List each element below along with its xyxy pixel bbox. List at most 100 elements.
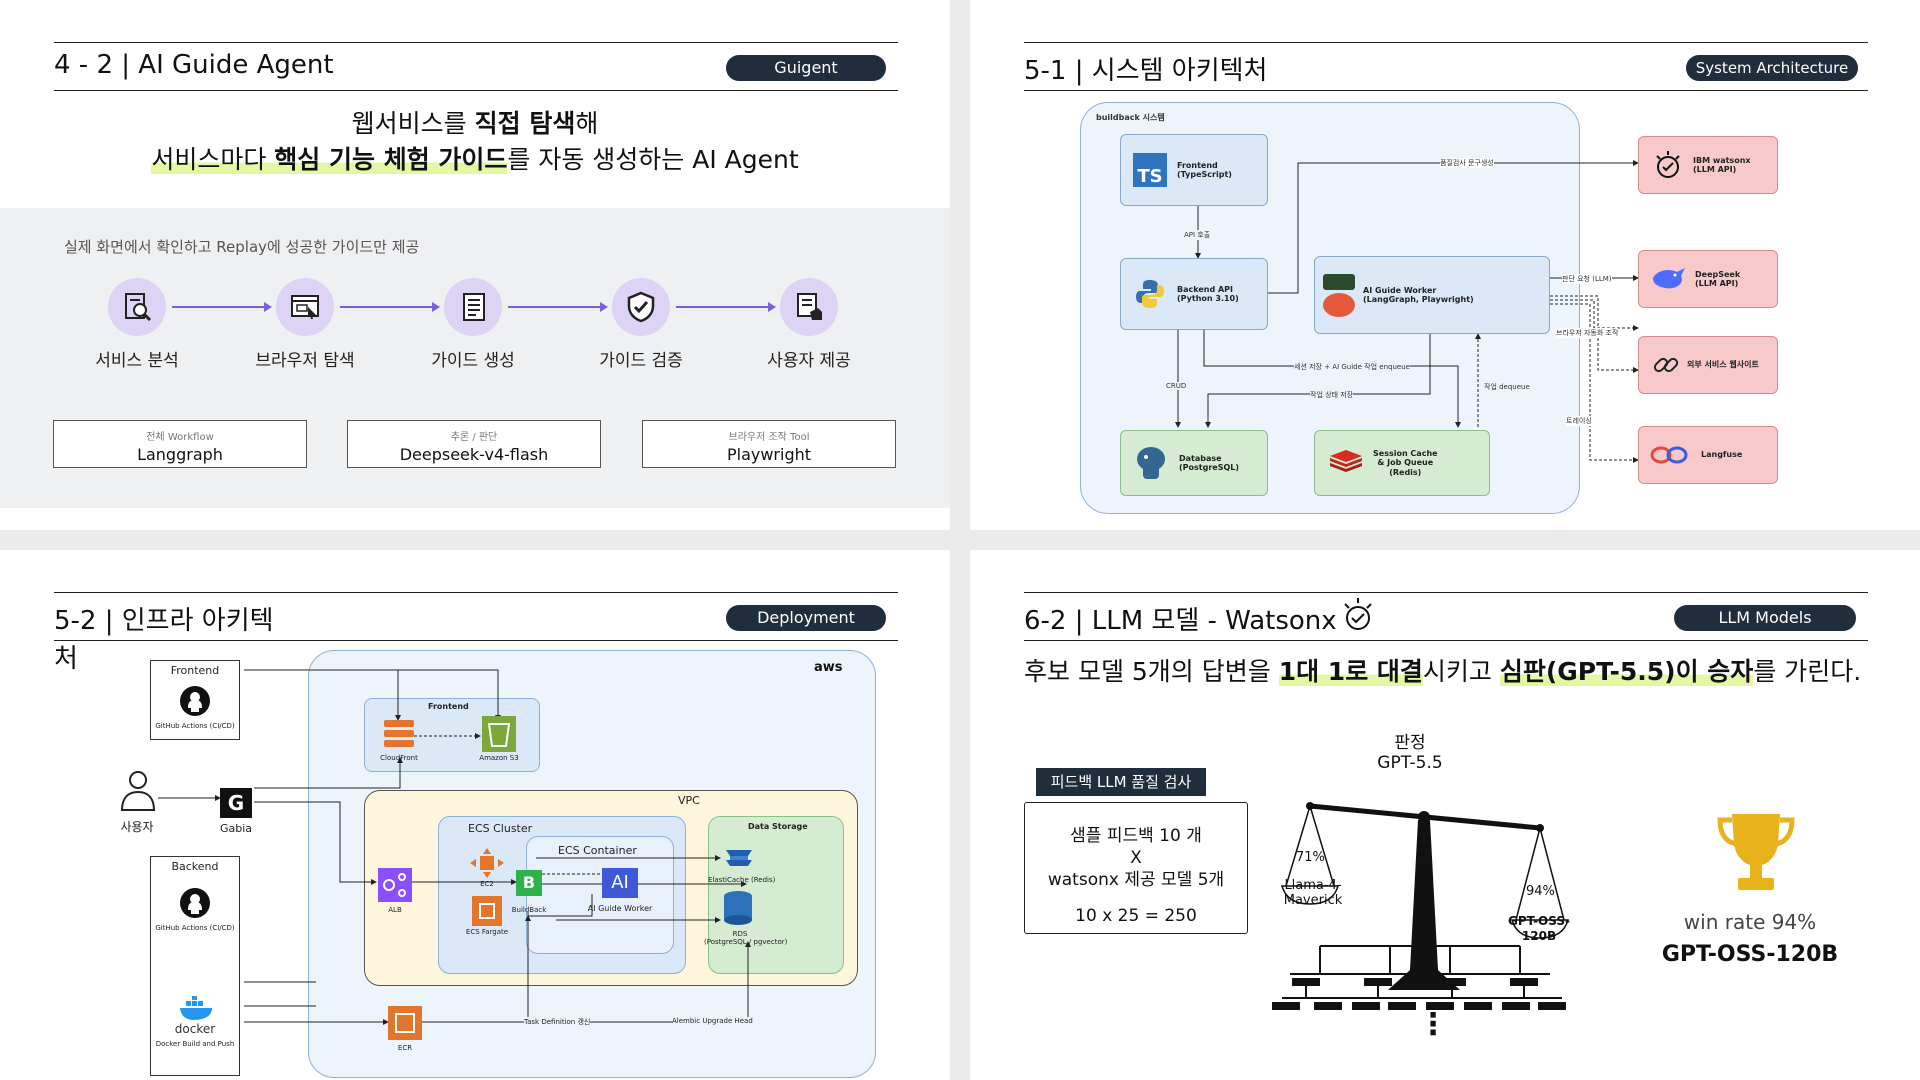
langfuse-node: Langfuse [1638,426,1778,484]
cloudfront-label: CloudFront [380,754,418,762]
card-line: X [1130,848,1142,868]
node-label: Database (PostgreSQL) [1179,453,1240,472]
alb-icon [378,868,412,902]
buildback-label: BuildBack [511,906,547,914]
session-cache-node: Session Cache & Job Queue (Redis) [1314,430,1490,496]
buildback-icon: B [516,870,542,896]
data-storage-label: Data Storage [748,822,808,831]
edge-label: 작업 dequeue [1484,382,1530,392]
step-label: 가이드 생성 [431,351,515,371]
node-label: Langfuse [1701,450,1743,460]
slide-title: 6-2 | LLM 모델 - Watsonx [1024,606,1337,636]
judge-label: 판정 [1394,733,1426,753]
title-rule-top [1024,42,1868,43]
title-rule-top [54,592,898,593]
aws-logo: aws [814,660,843,675]
step-service-analysis: 서비스 분석 [72,278,202,371]
gabia-label: Gabia [219,822,253,835]
node-label: AI Guide Worker (LangGraph, Playwright) [1363,285,1474,304]
backend-ci-label: Backend [171,860,219,873]
win-rate: win rate 94% [1683,910,1817,934]
section-tag: Deployment [726,605,886,631]
elasticache-label: ElastiCache (Redis) [708,876,776,884]
judge-model: GPT-5.5 [1377,753,1443,773]
slide-llm-models: 6-2 | LLM 모델 - Watsonx LLM Models 후보 모델 … [970,550,1920,1080]
fargate-label: ECS Fargate [465,928,509,936]
step-label: 브라우저 탐색 [255,351,355,371]
node-label: Backend API (Python 3.10) [1177,284,1239,303]
ai-worker-label: AI Guide Worker [587,904,653,913]
docker-label: docker [174,1022,216,1036]
title-rule-bottom [54,90,898,91]
system-architecture-diagram: buildback 시스템 TS Frontend (TypeScript) [1080,100,1880,520]
vpc-label: VPC [678,794,700,807]
lead-statement: 후보 모델 5개의 답변을 1대 1로 대결시키고 심판(GPT-5.5)이 승… [1024,657,1862,686]
backend-node: Backend API (Python 3.10) [1120,258,1268,330]
edge-label: Task Definition 갱신 [524,1017,591,1027]
step-label: 가이드 검증 [599,351,683,371]
step-browser-explore: 브라우저 탐색 [240,278,370,371]
title-rule-top [54,42,898,43]
tool-reasoning: 추론 / 판단 Deepseek-v4-flash [347,420,601,468]
left-win-rate: 71% [1296,850,1325,865]
gabia-icon: G [220,788,252,818]
section-tag: System Architecture [1686,55,1858,81]
ai-guide-worker-node: AI Guide Worker (LangGraph, Playwright) [1314,256,1550,334]
judge-title: 판정 GPT-5.5 [1370,728,1450,773]
step-label: 사용자 제공 [767,351,851,371]
document-search-icon [108,278,166,336]
tool-browser: 브라우저 조작 Tool Playwright [642,420,896,468]
slide-title-wrap: 처 [54,644,78,674]
s3-bucket-icon [482,716,516,752]
elasticache-icon [726,850,752,866]
bracket-ellipsis: ⋮ [1418,1007,1448,1042]
node-label: 외부 서비스 웹사이트 [1687,360,1759,370]
s3-label: Amazon S3 [479,754,519,762]
step-guide-verify: 가이드 검증 [576,278,706,371]
github-icon [180,888,210,918]
edge-label: 세션 저장 + AI Guide 작업 enqueue [1294,362,1410,372]
watsonx-bulb-icon [1344,598,1372,630]
flow-arrow [508,302,608,312]
user-icon [120,771,156,811]
slide-ai-guide-agent: 4 - 2 | AI Guide Agent Guigent 웹서비스를 직접 … [0,0,950,530]
docker-icon [180,996,212,1020]
link-icon [1653,357,1679,373]
trophy-icon [1717,814,1795,890]
external-website-node: 외부 서비스 웹사이트 [1638,336,1778,394]
tool-caption: 브라우저 조작 Tool [728,432,810,443]
playwright-icon [1323,292,1355,317]
slide-title: 5-2 | 인프라 아키텍 [54,606,274,636]
deepseek-icon [1653,268,1685,289]
node-label: DeepSeek (LLM API) [1695,269,1741,288]
ecs-container-label: ECS Container [558,844,637,857]
docker-caption: Docker Build and Push [155,1040,235,1048]
edge-label: CRUD [1166,382,1187,390]
ai-worker-icon: AI [602,868,638,898]
flow-arrow [172,302,272,312]
title-rule-bottom [54,640,898,641]
langgraph-icon [1323,273,1355,290]
frontend-ci-label: Frontend [170,664,220,677]
ecr-label: ECR [397,1044,413,1052]
flow-arrow [676,302,776,312]
deepseek-node: DeepSeek (LLM API) [1638,250,1778,308]
tool-name: Deepseek-v4-flash [399,445,549,464]
langfuse-icon [1650,446,1688,464]
section-tag: Guigent [726,55,886,81]
ec2-icon [470,848,504,878]
edge-label: Alembic Upgrade Head [672,1017,753,1025]
headline-line-2: 서비스마다 핵심 기능 체험 가이드를 자동 생성하는 AI Agent [151,145,799,174]
right-model: GPT-OSS- 120B [1508,914,1570,943]
node-label: Frontend (TypeScript) [1177,160,1232,179]
step-guide-generate: 가이드 생성 [408,278,538,371]
title-rule-top [1024,592,1868,593]
tool-caption: 전체 Workflow [146,432,214,443]
redis-icon [1330,450,1362,472]
database-node: Database (PostgreSQL) [1120,430,1268,496]
ec2-label: EC2 [480,880,494,888]
alb-label: ALB [388,906,402,914]
headline-line-1: 웹서비스를 직접 탐색해 [351,109,599,138]
python-icon [1136,280,1164,308]
postgresql-icon [1137,447,1165,479]
